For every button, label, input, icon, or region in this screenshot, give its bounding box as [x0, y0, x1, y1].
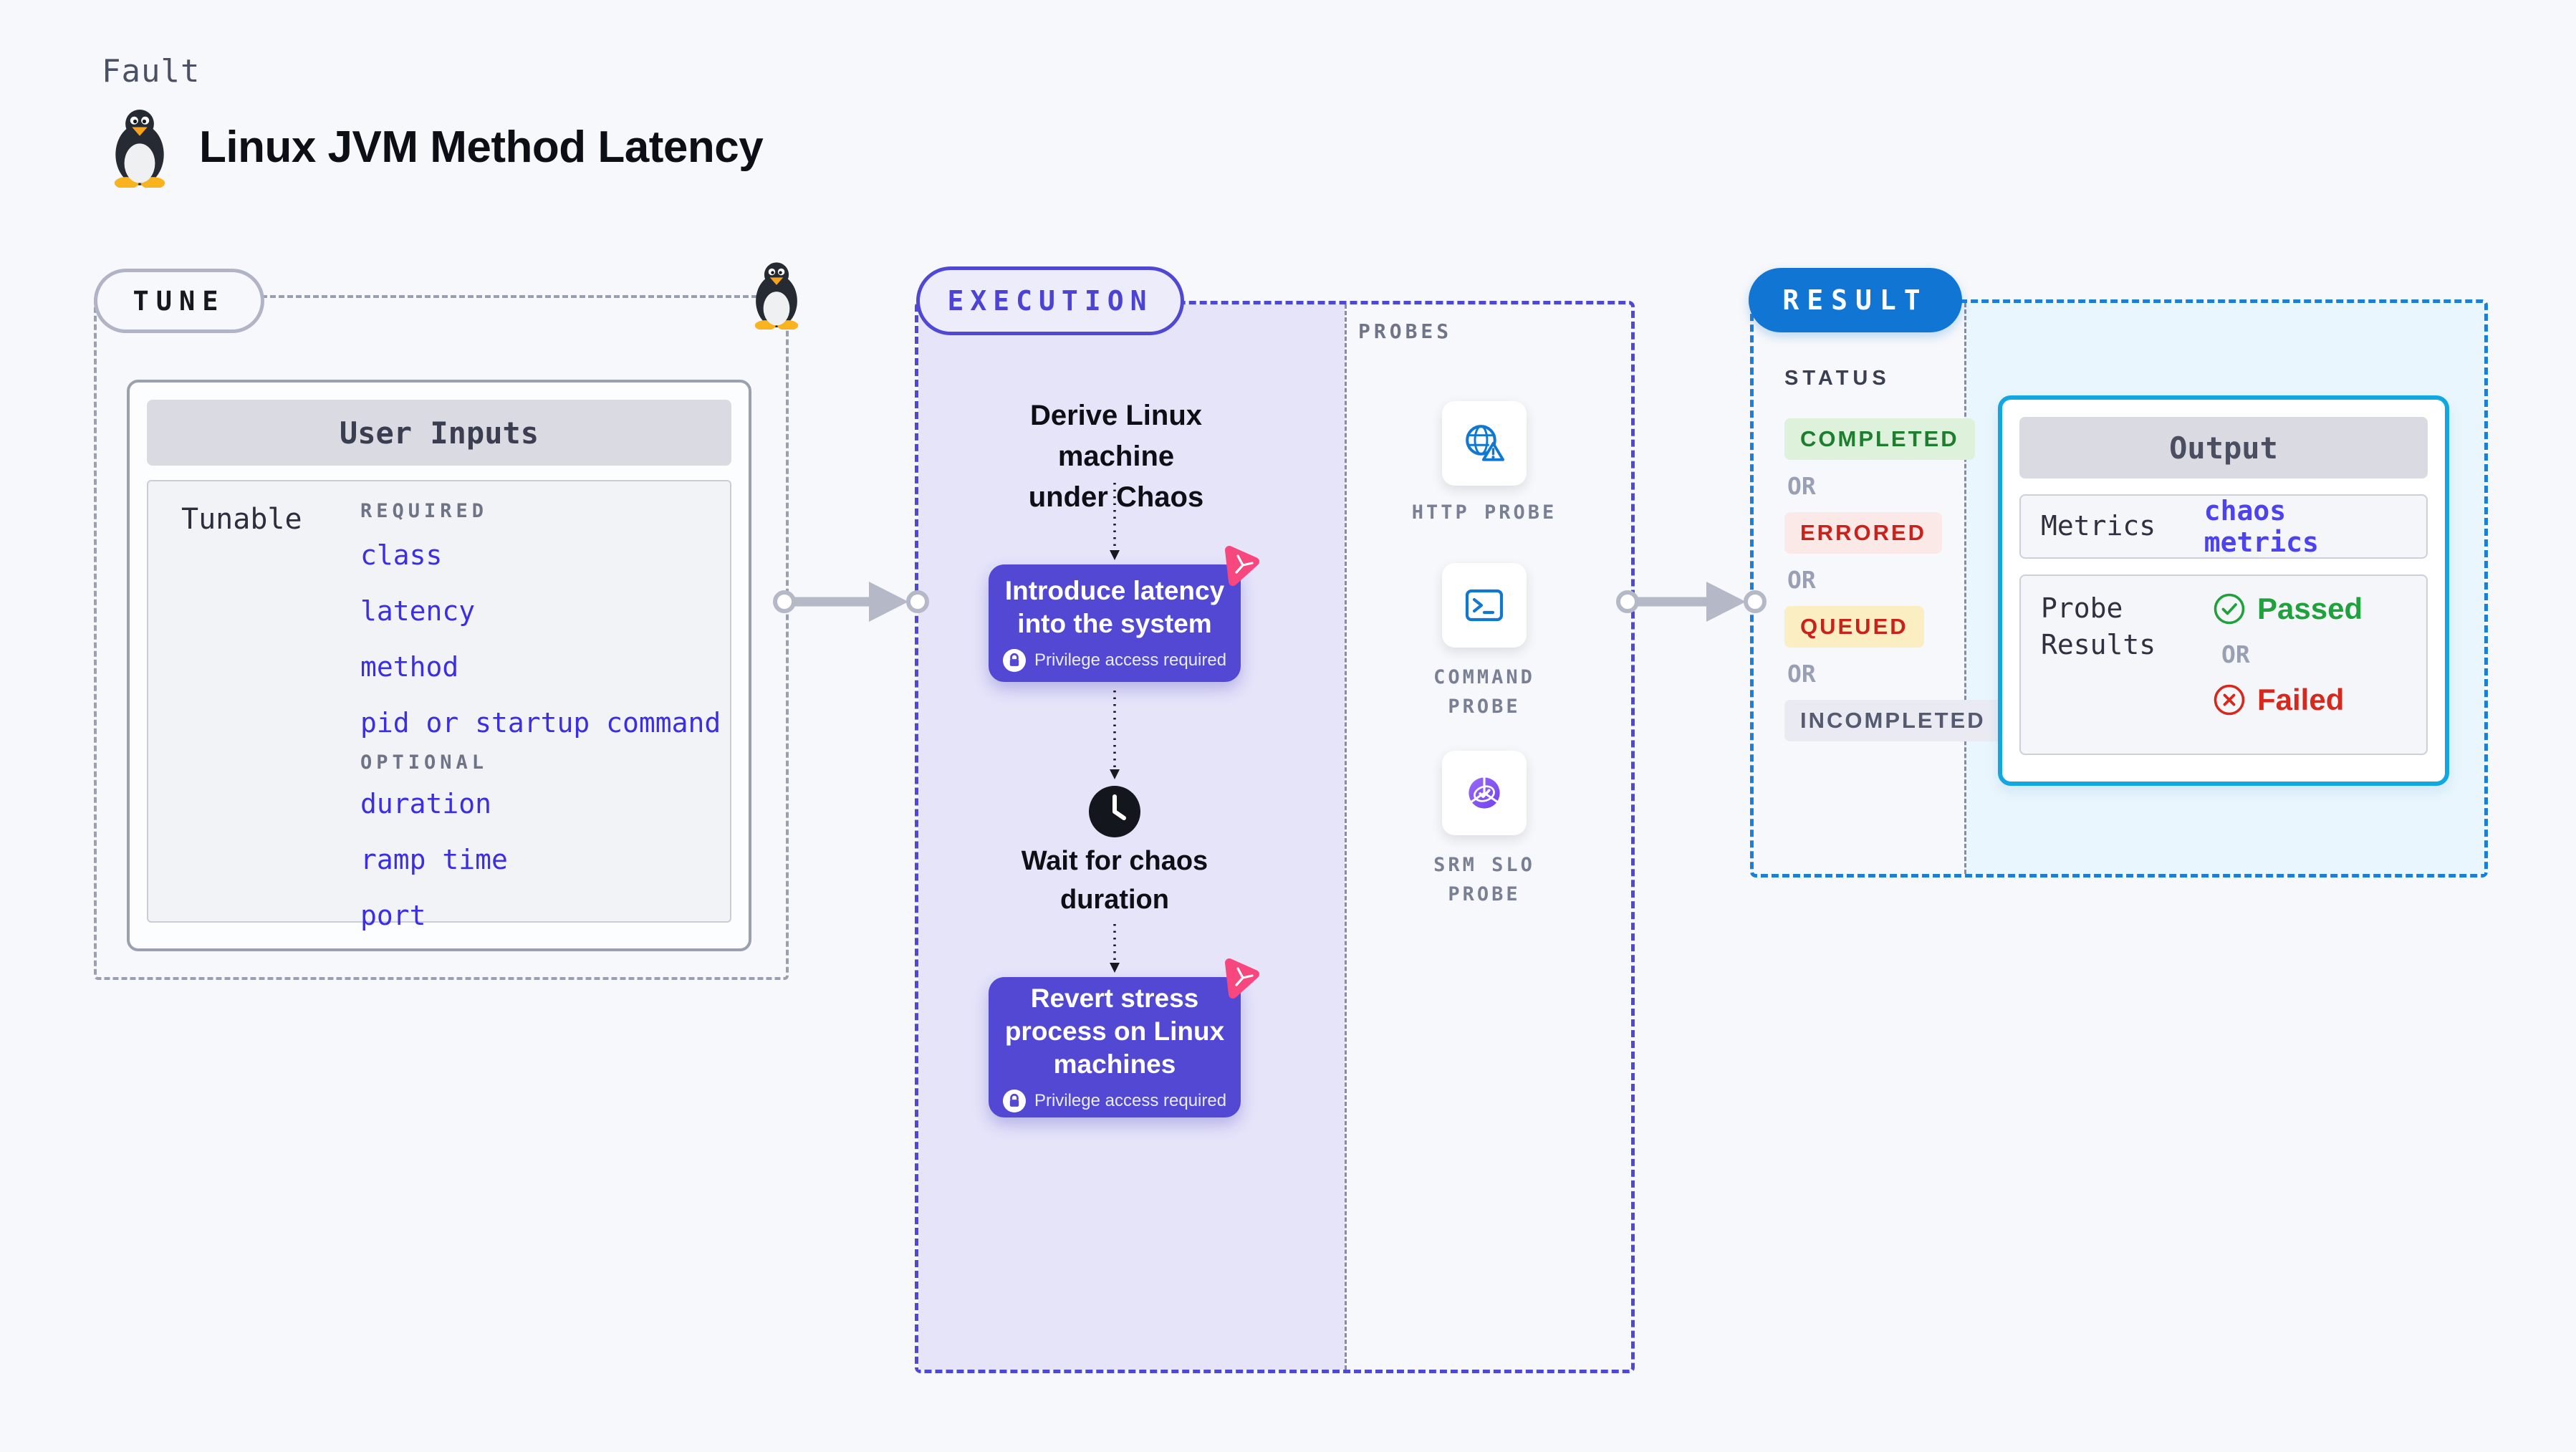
failed-text: Failed — [2257, 683, 2345, 716]
tunable-link-method[interactable]: method — [360, 651, 459, 683]
lock-icon — [1002, 1090, 1026, 1113]
tunable-link-class[interactable]: class — [360, 539, 443, 571]
revert-stress-step: Revert stress process on Linux machines … — [989, 977, 1241, 1117]
probe-results-row: Probe Results Passed OR Failed — [2019, 574, 2428, 755]
tunable-link-pid-or-startup-command[interactable]: pid or startup command — [360, 707, 721, 739]
failed-row: Failed — [2213, 683, 2344, 717]
terminal-icon — [1465, 589, 1504, 622]
srm-slo-probe-card[interactable] — [1442, 751, 1527, 835]
globe-alert-icon — [1466, 425, 1504, 461]
passed-text: Passed — [2257, 592, 2363, 625]
flow-arrow-down-icon — [1110, 483, 1120, 560]
tune-section-box — [94, 295, 789, 980]
status-or: OR — [1787, 566, 1816, 594]
slo-check-icon — [1469, 774, 1500, 809]
result-badge: RESULT — [1749, 268, 1962, 332]
chaos-icon — [1225, 546, 1259, 586]
clock-icon — [1089, 786, 1140, 837]
execution-badge: EXECUTION — [916, 266, 1184, 335]
command-probe-card[interactable] — [1442, 563, 1527, 648]
probe-results-or: OR — [2221, 640, 2250, 668]
status-divider — [1964, 303, 1966, 874]
tunable-link-port[interactable]: port — [360, 900, 426, 931]
privilege-note: Privilege access required — [1002, 1090, 1226, 1113]
tune-badge: TUNE — [94, 269, 264, 333]
flow-arrow-down-icon — [1110, 924, 1120, 973]
status-column: STATUS COMPLETED OR ERRORED OR QUEUED OR… — [1784, 367, 2001, 741]
x-circle-icon — [2214, 684, 2245, 716]
user-inputs-card: User Inputs Tunable REQUIRED class laten… — [127, 380, 751, 951]
srm-slo-probe-label: SRM SLO PROBE — [1433, 854, 1535, 905]
execution-fill — [918, 304, 1345, 1370]
tunable-row-label: Tunable — [181, 503, 302, 536]
lock-icon — [1002, 649, 1026, 673]
chaos-metrics-link[interactable]: chaos metrics — [2203, 495, 2319, 558]
probe-results-label: Probe Results — [2041, 592, 2156, 661]
tunable-link-latency[interactable]: latency — [360, 595, 476, 627]
probes-label: PROBES — [1358, 319, 1453, 343]
title-row: Linux JVM Method Latency — [105, 106, 764, 188]
probes-divider — [1345, 304, 1347, 1370]
output-header: Output — [2019, 417, 2428, 479]
execution-section-box — [915, 301, 1635, 1373]
wait-step-text: Wait for chaos duration — [1021, 846, 1208, 915]
metrics-row: Metrics chaos metrics — [2019, 494, 2428, 559]
command-probe-label: COMMAND PROBE — [1433, 666, 1535, 718]
required-group-label: REQUIRED — [360, 500, 489, 522]
page-title: Linux JVM Method Latency — [199, 122, 764, 172]
tunable-link-duration[interactable]: duration — [360, 788, 492, 819]
status-or: OR — [1787, 660, 1816, 688]
linux-penguin-icon — [114, 109, 165, 188]
linux-penguin-icon — [754, 262, 799, 330]
check-circle-icon — [2214, 593, 2245, 625]
http-probe-card[interactable] — [1442, 401, 1527, 486]
status-badge-queued: QUEUED — [1784, 606, 1924, 648]
user-inputs-header: User Inputs — [147, 400, 731, 466]
flow-arrow-down-icon — [1110, 691, 1120, 779]
introduce-latency-step: Introduce latency into the system Privil… — [989, 564, 1241, 682]
tunable-link-ramp-time[interactable]: ramp time — [360, 844, 508, 875]
tunable-list: REQUIRED class latency method pid or sta… — [360, 500, 721, 956]
metrics-label: Metrics — [2041, 510, 2156, 542]
chaos-icon — [1225, 958, 1259, 999]
user-inputs-body: Tunable REQUIRED class latency method pi… — [147, 480, 731, 931]
probe-results-values: Passed OR Failed — [2213, 590, 2363, 717]
execution-to-result-arrow-icon — [1616, 582, 1767, 622]
output-card: Output Metrics chaos metrics Probe Resul… — [1998, 395, 2449, 786]
optional-group-label: OPTIONAL — [360, 751, 489, 774]
passed-row: Passed — [2213, 592, 2363, 626]
status-badge-incompleted: INCOMPLETED — [1784, 700, 2001, 741]
status-badge-errored: ERRORED — [1784, 512, 1943, 554]
status-badge-completed: COMPLETED — [1784, 418, 1975, 460]
derive-step-text: Derive Linux machine under Chaos — [1028, 400, 1204, 513]
privilege-note: Privilege access required — [1002, 649, 1226, 673]
fault-category-label: Fault — [102, 53, 201, 90]
tune-to-execution-arrow-icon — [773, 582, 929, 622]
http-probe-label: HTTP PROBE — [1411, 501, 1557, 524]
status-or: OR — [1787, 472, 1816, 500]
status-label: STATUS — [1784, 367, 1890, 390]
